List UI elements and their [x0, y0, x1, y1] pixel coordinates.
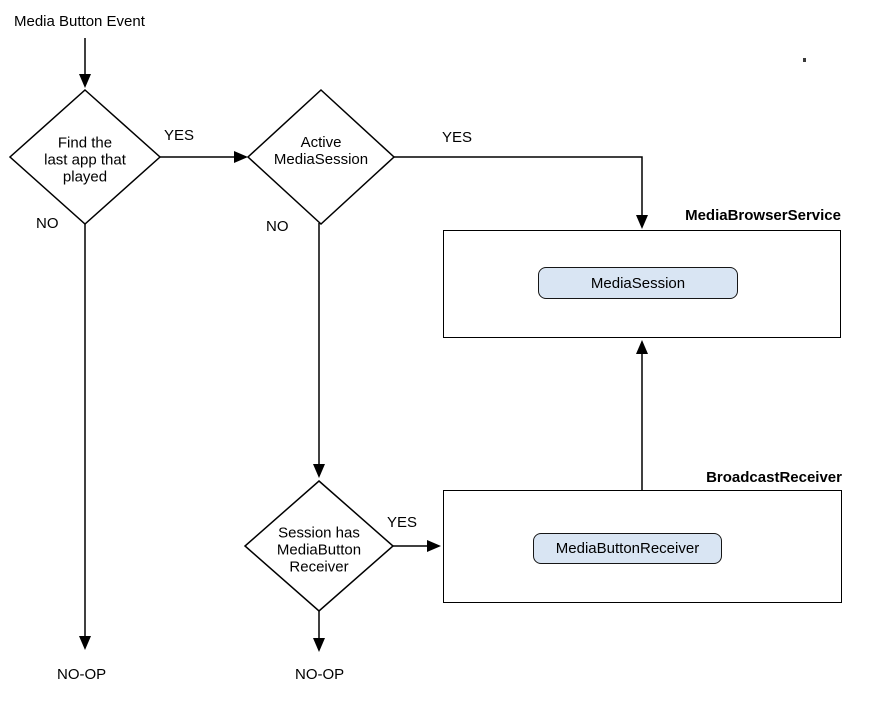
broadcast-receiver-label: BroadcastReceiver [706, 469, 842, 486]
decision-find-last-app-line1: Find the [57, 134, 113, 152]
media-browser-service-box [443, 230, 841, 338]
decision-active-mediasession-line2: MediaSession [273, 151, 369, 168]
decision-session-has-receiver-line2: MediaButton [276, 541, 362, 559]
decision-find-last-app-line3: played [62, 168, 108, 186]
branch-label-yes-2: YES [442, 129, 473, 146]
branch-label-yes-3: YES [387, 514, 418, 531]
branch-label-no-2: NO [266, 218, 289, 235]
decision-session-has-receiver-line1: Session has [278, 524, 360, 542]
terminal-noop-right: NO-OP [295, 666, 345, 683]
branch-label-yes-1: YES [164, 127, 195, 144]
terminal-noop-left: NO-OP [57, 666, 107, 683]
decision-session-has-receiver-text: Session has MediaButton Receiver [277, 525, 361, 576]
broadcast-receiver-box [443, 490, 842, 603]
decision-active-mediasession-text: Active MediaSession [274, 134, 368, 168]
start-event-label: Media Button Event [14, 13, 145, 30]
decision-active-mediasession-line1: Active [300, 134, 342, 151]
decision-active-mediasession-shape [246, 88, 396, 226]
decision-find-last-app-line2: last app that [44, 151, 126, 169]
arrow-yes-to-mediabrowserservice [394, 156, 648, 229]
media-button-receiver-node: MediaButtonReceiver [533, 533, 722, 564]
decision-session-has-receiver-line3: Receiver [289, 558, 349, 576]
decision-find-last-app-text: Find the last app that played [44, 135, 126, 186]
media-browser-service-label: MediaBrowserService [685, 207, 841, 224]
media-session-node: MediaSession [538, 267, 738, 299]
artifact-dot [803, 58, 806, 62]
branch-label-no-1: NO [36, 215, 59, 232]
